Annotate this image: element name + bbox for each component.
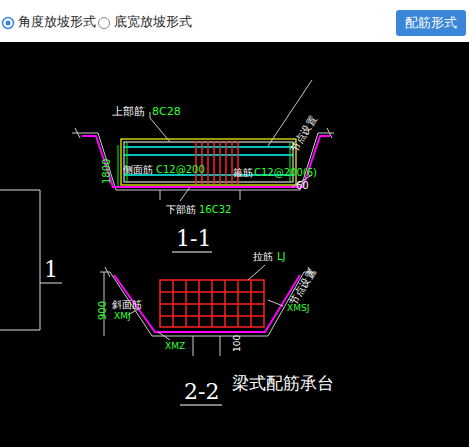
angle-dimension: 60 <box>296 180 309 191</box>
section-mark: 2-2 <box>184 380 219 404</box>
dimension: 100 <box>233 335 243 352</box>
rebar-spec: XMSJ <box>287 304 309 314</box>
action-button: 配筋形式 <box>396 10 466 36</box>
button-text: 配筋形式 <box>405 14 457 32</box>
radio-label: 角度放坡形式 <box>18 15 96 29</box>
section-mark: 1 <box>44 258 58 282</box>
rebar-label: 侧面筋 <box>123 164 153 175</box>
section-mark: 1-1 <box>176 227 211 251</box>
dimension: 1800 <box>101 159 112 184</box>
note: 节点设置 <box>288 114 319 154</box>
rebar-label: 下部筋 <box>166 204 196 215</box>
rebar-label: 上部筋 <box>112 106 145 118</box>
radio-label: 底宽放坡形式 <box>114 15 192 29</box>
rebar-spec: 8C28 <box>152 106 181 118</box>
rebar-spec: XMJ <box>114 312 131 322</box>
rebar-spec: XMZ <box>165 342 185 352</box>
rebar-label: 拉筋 <box>253 251 273 262</box>
rebar-label: 箍筋 <box>233 167 253 178</box>
rebar-spec: C12@200 <box>156 164 205 175</box>
dimension: 900 <box>97 301 108 320</box>
caption-text: 梁式配筋承台 <box>232 374 334 393</box>
rebar-label: 斜面筋 <box>112 299 142 310</box>
rebar-spec: LJ <box>277 251 286 262</box>
rebar-spec: 16C32 <box>199 204 231 215</box>
rebar-spec: C12@200(6) <box>254 167 317 178</box>
